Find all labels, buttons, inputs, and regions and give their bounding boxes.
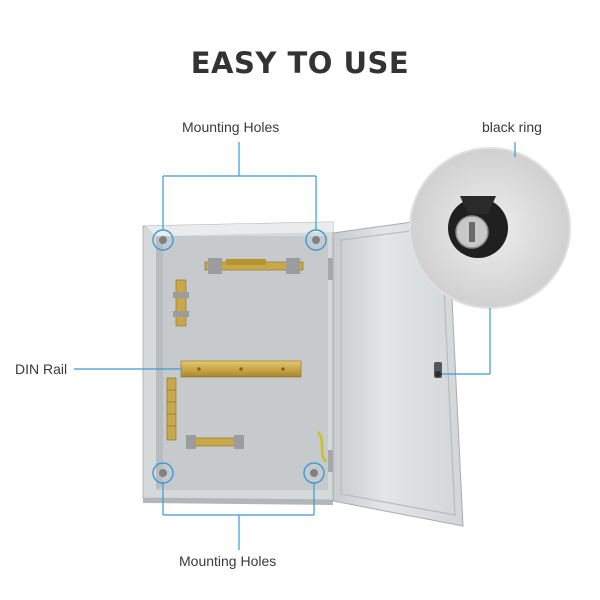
black-ring-label: black ring — [482, 119, 542, 135]
page-title: EASY TO USE — [190, 46, 410, 80]
terminal-strip-vertical — [166, 377, 177, 441]
callout-lines — [74, 142, 516, 550]
black-ring-zoom — [409, 147, 571, 309]
din-rail — [180, 360, 302, 378]
door-lock — [434, 362, 442, 378]
terminal-block-left — [173, 279, 189, 327]
ground-wire — [316, 431, 328, 463]
din-rail-label: DIN Rail — [15, 361, 68, 377]
mounting-holes-bottom-label: Mounting Holes — [179, 553, 277, 569]
terminal-busbar-bottom — [186, 435, 244, 449]
hinge — [328, 258, 333, 280]
hinge — [328, 450, 333, 472]
terminal-busbar-top — [204, 258, 304, 274]
mounting-holes-top-label: Mounting Holes — [182, 119, 280, 135]
